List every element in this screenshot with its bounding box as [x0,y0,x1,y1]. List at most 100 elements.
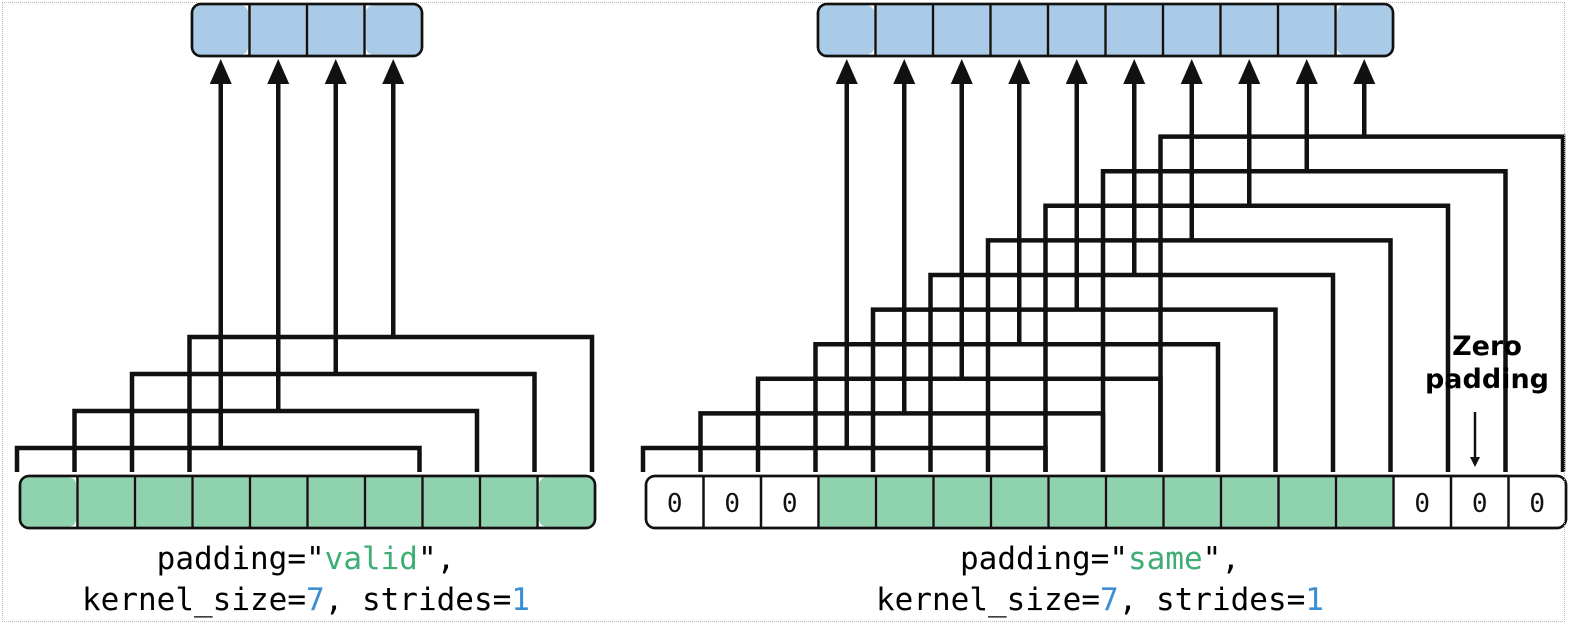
right-arrowhead [1065,59,1088,84]
right-output-cell [1107,5,1162,55]
right-input-pad-label: 0 [782,489,798,519]
right-input-cell [1280,477,1335,527]
right-output-cell [1337,5,1392,55]
left-kernel-bracket [14,445,422,472]
right-kernel-bracket [1043,203,1451,472]
right-arrowhead [950,59,973,84]
right-input-cell [1050,477,1105,527]
right-output-cell [1279,5,1334,55]
left-arrowhead [209,59,232,84]
left-input-layer [18,474,597,530]
valid-padding-panel: padding="valid", kernel_size=7, strides=… [14,2,597,618]
right-output-cell [934,5,989,55]
right-caption-strides-prefix: , strides= [1119,582,1306,618]
right-input-cell [1510,477,1565,527]
right-kernel-bracket [640,445,1048,472]
right-input-cell [1452,477,1507,527]
right-arrowhead [893,59,916,84]
right-caption-kernel-value: 7 [1100,582,1119,618]
right-arrowhead [1180,59,1203,84]
right-caption-padding: padding="same", [960,541,1240,577]
left-input-cell [79,477,134,527]
left-input-cell [251,477,306,527]
right-input-cell [1165,477,1220,527]
left-caption-strides-prefix: , strides= [325,582,512,618]
zero-padding-label-line1: Zero [1452,331,1522,362]
left-arrowhead [324,59,347,84]
left-output-cell [308,5,363,55]
right-input-cell [935,477,990,527]
right-output-layer [816,2,1395,58]
right-caption-padding-prefix: padding=" [960,541,1128,577]
right-output-cell [1164,5,1219,55]
right-caption-strides-value: 1 [1305,582,1324,618]
left-kernel-brackets [14,59,595,472]
right-input-pad-label: 0 [1472,489,1488,519]
right-caption-kernel-strides: kernel_size=7, strides=1 [876,582,1324,618]
right-caption-padding-value: same [1128,541,1203,577]
right-caption-kernel-prefix: kernel_size= [876,582,1100,618]
right-input-border [644,474,1568,530]
right-output-cell [1049,5,1104,55]
left-input-cell [366,477,421,527]
left-caption-kernel-value: 7 [306,582,325,618]
left-caption-padding-prefix: padding=" [157,541,325,577]
left-input-cell [424,477,479,527]
left-caption-kernel-strides: kernel_size=7, strides=1 [82,582,530,618]
right-kernel-bracket [1158,134,1566,472]
left-output-border [190,2,424,58]
right-kernel-bracket [755,376,1163,472]
right-caption-padding-suffix: ", [1203,541,1240,577]
right-arrowhead [1238,59,1261,84]
right-arrowhead [1123,59,1146,84]
right-input-pad-label: 0 [667,489,683,519]
right-input-cell [1222,477,1277,527]
left-caption-padding-value: valid [325,541,418,577]
left-kernel-bracket [129,371,537,472]
right-input-pad-label: 0 [724,489,740,519]
right-input-cell [877,477,932,527]
right-kernel-bracket [985,238,1393,472]
left-kernel-bracket [72,408,480,472]
right-input-cell [1107,477,1162,527]
right-input-cell [647,477,702,527]
right-output-cell [1222,5,1277,55]
right-input-cell [1395,477,1450,527]
left-input-cell [21,477,76,527]
right-arrowhead [835,59,858,84]
left-caption-kernel-prefix: kernel_size= [82,582,306,618]
right-output-cell [819,5,874,55]
left-input-cell [194,477,249,527]
left-input-cell [481,477,536,527]
right-arrowhead [1295,59,1318,84]
right-input-pad-label: 0 [1414,489,1430,519]
left-output-cell [193,5,248,55]
zero-padding-label-line2: padding [1425,364,1549,395]
left-output-cell [251,5,306,55]
left-input-cell [309,477,364,527]
left-output-cell [366,5,421,55]
right-input-cell [762,477,817,527]
right-output-cell [992,5,1047,55]
left-arrowhead [267,59,290,84]
right-input-cell [992,477,1047,527]
left-kernel-bracket [187,334,595,472]
right-kernel-bracket [870,307,1278,472]
left-input-border [18,474,597,530]
right-kernel-brackets [640,59,1566,472]
right-input-cell [820,477,875,527]
right-arrowhead [1353,59,1376,84]
left-input-cell [136,477,191,527]
right-kernel-bracket [813,341,1221,472]
right-output-cell [877,5,932,55]
right-kernel-bracket [698,411,1106,472]
left-caption-padding: padding="valid", [157,541,456,577]
right-kernel-bracket [928,272,1336,472]
left-caption-strides-value: 1 [511,582,530,618]
left-output-layer [190,2,424,58]
right-input-cell [705,477,760,527]
